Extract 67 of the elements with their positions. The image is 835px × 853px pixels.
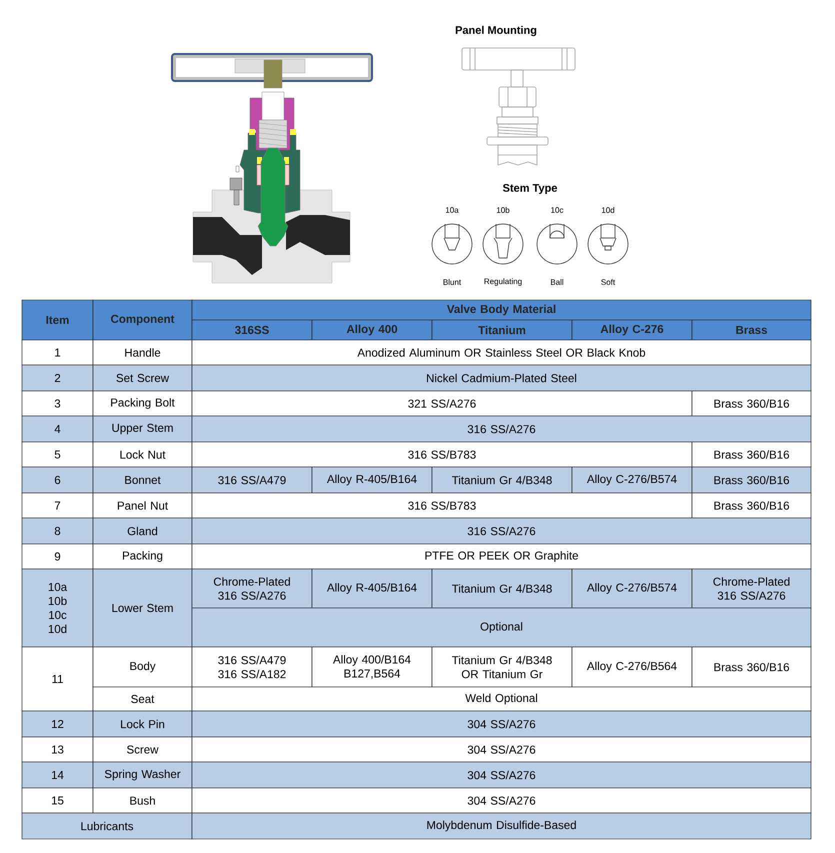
section-heading: Stem Type [502, 184, 558, 194]
table-cell: 5 [22, 442, 94, 468]
table-cell: Lock Nut [92, 442, 192, 468]
stem-type-label: Soft [601, 279, 616, 285]
table-cell: 6 [22, 466, 94, 494]
table-cell: Screw [92, 736, 192, 762]
table-cell: Brass 360/B16 [692, 492, 812, 518]
table-cell: 12 [22, 710, 94, 738]
stem-type-label: Blunt [444, 279, 462, 285]
table-cell: Chrome-Plated 316 SS/A276 [692, 568, 812, 608]
stem-number: 10c [551, 207, 564, 213]
table-cell: Spring Washer [92, 762, 192, 788]
table-cell: 10a 10b 10c 10d [22, 568, 94, 648]
table-cell: 7 [22, 492, 94, 518]
header-cell: Titanium [432, 320, 572, 340]
table-cell: Handle [92, 340, 192, 366]
header-cell: Brass [692, 320, 812, 340]
table-cell: Bonnet [92, 466, 192, 494]
table-cell: 11 [22, 646, 94, 712]
table-cell: Alloy R-405/B164 [312, 466, 432, 494]
table-cell: Brass 360/B16 [692, 390, 812, 416]
table-cell: Titanium Gr 4/B348 [432, 466, 572, 494]
table-cell: Bush [92, 788, 192, 814]
table-cell: Panel Nut [92, 492, 192, 518]
table-cell: 316 SS/A479 [192, 466, 312, 494]
table-cell: 8 [22, 518, 94, 544]
stem-number: 10a [446, 207, 459, 213]
table-cell: Packing Bolt [92, 390, 192, 416]
stem-type-label: Regulating [484, 278, 522, 286]
table-cell: Upper Stem [92, 416, 192, 442]
table-cell: Alloy C-276/B574 [572, 466, 692, 494]
table-cell: Seat [92, 686, 192, 712]
table-cell: Titanium Gr 4/B348 [432, 568, 572, 608]
table-cell: Gland [92, 518, 192, 544]
table-cell: Alloy C-276/B564 [572, 646, 692, 688]
table-cell: Set Screw [92, 364, 192, 392]
table-cell: Alloy C-276/B574 [572, 568, 692, 608]
table-cell: 3 [22, 390, 94, 416]
table-cell: 4 [22, 416, 94, 442]
table-cell: 316 SS/A479 316 SS/A182 [192, 646, 312, 688]
table-cell: Body [92, 646, 192, 688]
header-cell: Item [22, 300, 94, 340]
table-cell: Brass 360/B16 [692, 442, 812, 468]
table-cell: Chrome-Plated 316 SS/A276 [192, 568, 312, 608]
stem-type-label: Ball [551, 279, 564, 285]
table-cell: Alloy 400/B164 B127,B564 [312, 646, 432, 688]
header-cell: Component [92, 300, 192, 340]
table-cell: Packing [92, 544, 192, 570]
stem-number: 10b [496, 207, 510, 213]
table-cell: Brass 360/B16 [692, 646, 812, 688]
section-heading: Panel Mounting [456, 26, 536, 36]
table-cell: Lower Stem [92, 568, 192, 648]
table-cell: Brass 360/B16 [692, 466, 812, 494]
stem-number: 10d [602, 207, 614, 213]
table-cell: 2 [22, 364, 94, 392]
table-cell: Lubricants [22, 812, 192, 840]
table-cell: Alloy R-405/B164 [312, 568, 432, 608]
table-cell: 15 [22, 788, 94, 814]
table-cell: 1 [22, 340, 94, 366]
header-cell: 316SS [192, 320, 312, 340]
header-cell: Alloy C-276 [572, 320, 692, 340]
header-cell: Alloy 400 [312, 320, 432, 340]
table-cell: 9 [22, 544, 94, 570]
table-cell: 14 [22, 762, 94, 788]
table-cell: 13 [22, 736, 94, 762]
table-cell: Titanium Gr 4/B348 OR Titanium Gr [432, 646, 572, 688]
table-cell: Lock Pin [92, 710, 192, 738]
